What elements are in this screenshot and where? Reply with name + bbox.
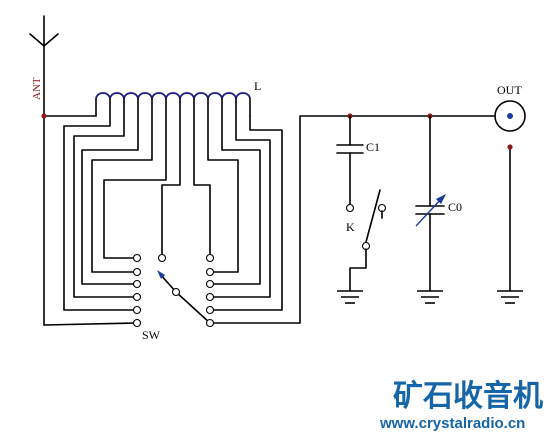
switch-arrow-icon [157,270,165,279]
watermark-logo-text: 矿石收音机 [393,379,543,414]
capacitor-c0 [415,115,446,291]
coil-label: L [254,79,261,93]
output-label: OUT [497,83,522,97]
coil-inductor [95,92,251,117]
toggle-switch-k [345,189,387,291]
output-connector [494,100,526,150]
capacitor-c1 [336,115,364,206]
watermark-url: www.crystalradio.cn [379,415,525,432]
ground-symbol-c0 [417,290,443,304]
antenna-label: ANT [31,77,43,100]
switch-sw-label: SW [142,328,161,342]
antenna-junction-dot [41,113,47,119]
ground-symbol-out [497,146,523,304]
rotary-switch-sw [43,253,301,328]
switch-k-label: K [346,220,355,234]
coil-taps-left [63,98,167,311]
capacitor-c1-label: C1 [366,140,380,154]
capacitor-c0-label: C0 [448,200,462,214]
coil-taps-right [161,98,283,311]
output-bus-wire [299,115,495,324]
antenna-symbol [29,15,59,117]
tuning-arrow-icon [436,194,446,204]
ground-symbol-c1 [337,290,363,304]
